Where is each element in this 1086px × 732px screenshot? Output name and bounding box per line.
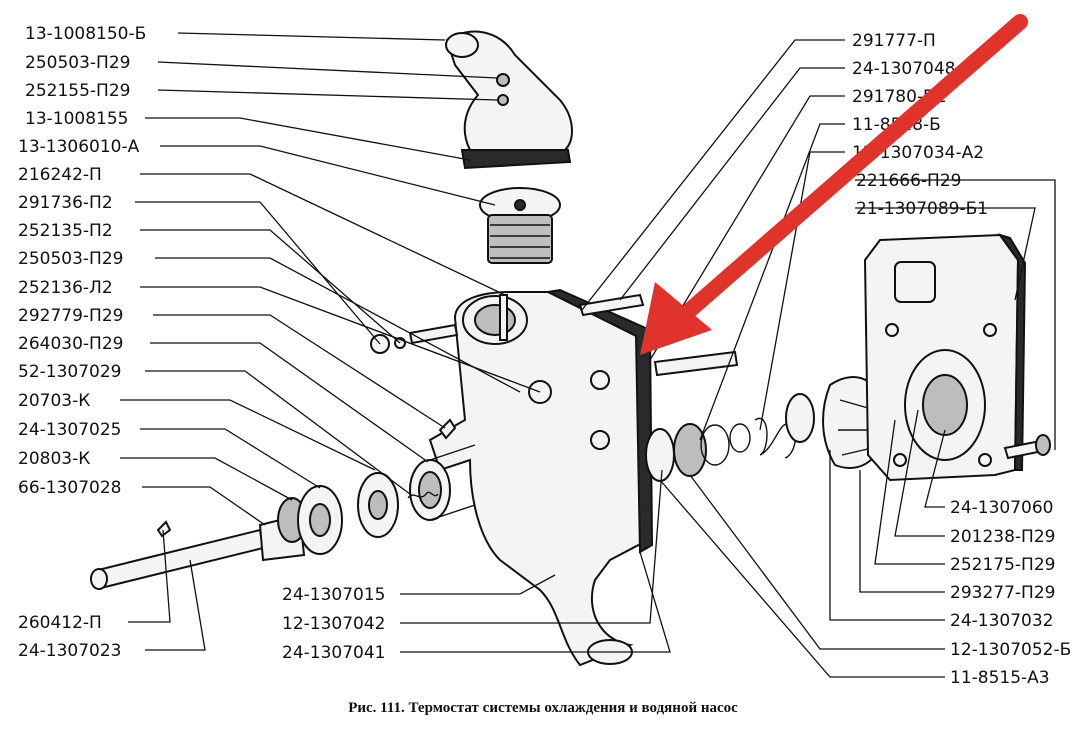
- part-label: 20803-К: [18, 449, 90, 469]
- red-arrow-icon: [640, 14, 1028, 355]
- part-label: 252175-П29: [950, 555, 1055, 575]
- leader-lines: [120, 32, 1056, 678]
- part-label: 24-1307032: [950, 611, 1053, 631]
- assembly-drawing: [90, 30, 1051, 667]
- pump-housing: [428, 291, 650, 667]
- part-label: 260412-П: [18, 613, 102, 633]
- housing-gasket: [544, 288, 654, 554]
- part-label: 13-1008150-Б: [25, 24, 146, 44]
- part-label: 24-1307041: [282, 643, 385, 663]
- part-label: 291777-П: [852, 31, 936, 51]
- part-label: 66-1307028: [18, 478, 121, 498]
- seal-group: [645, 393, 815, 482]
- part-label: 21-1307089-Б1: [856, 199, 988, 219]
- part-label: 11-8515-А3: [950, 668, 1050, 688]
- part-label: 252135-П2: [18, 221, 113, 241]
- part-label: 252155-П29: [25, 81, 130, 101]
- thermostat: [479, 187, 561, 264]
- labels-left: 13-1008150-Б 250503-П29 252155-П29 13-10…: [18, 24, 146, 498]
- part-label: 250503-П29: [18, 249, 123, 269]
- part-label: 12-1307052-Б: [950, 640, 1071, 660]
- pump-shaft: [90, 472, 439, 590]
- thermostat-gasket: [460, 149, 572, 170]
- figure-caption: Рис. 111. Термостат системы охлаждения и…: [348, 700, 738, 716]
- labels-bottom-center: 24-1307015 12-1307042 24-1307041: [282, 585, 385, 663]
- part-label: 293277-П29: [950, 583, 1055, 603]
- part-label: 24-1307023: [18, 641, 121, 661]
- part-label: 13-1008155: [25, 109, 128, 129]
- pump-cover: [863, 233, 1027, 482]
- part-label: 252136-Л2: [18, 278, 113, 298]
- part-label: 291736-П2: [18, 193, 113, 213]
- part-label: 216242-П: [18, 165, 102, 185]
- part-label: 221666-П29: [856, 171, 961, 191]
- part-label: 20703-К: [18, 391, 90, 411]
- part-label: 13-1306010-А: [18, 137, 140, 157]
- stud-right: [653, 350, 739, 377]
- thermostat-outlet-pipe: [445, 30, 573, 151]
- stud-left: [408, 323, 459, 345]
- part-label: 201238-П29: [950, 527, 1055, 547]
- part-label: 24-1307048: [852, 59, 955, 79]
- stud-upper: [578, 293, 645, 317]
- part-label: 264030-П29: [18, 334, 123, 354]
- part-label: 250503-П29: [25, 53, 130, 73]
- part-label: 24-1307060: [950, 498, 1053, 518]
- part-label: 24-1307015: [282, 585, 385, 605]
- part-label: 12-1307042: [282, 614, 385, 634]
- labels-bottom-left: 260412-П 24-1307023: [18, 613, 121, 661]
- labels-right-bottom: 24-1307060 201238-П29 252175-П29 293277-…: [950, 498, 1071, 688]
- part-label: 292779-П29: [18, 306, 123, 326]
- part-label: 24-1307025: [18, 420, 121, 440]
- part-label: 52-1307029: [18, 362, 121, 382]
